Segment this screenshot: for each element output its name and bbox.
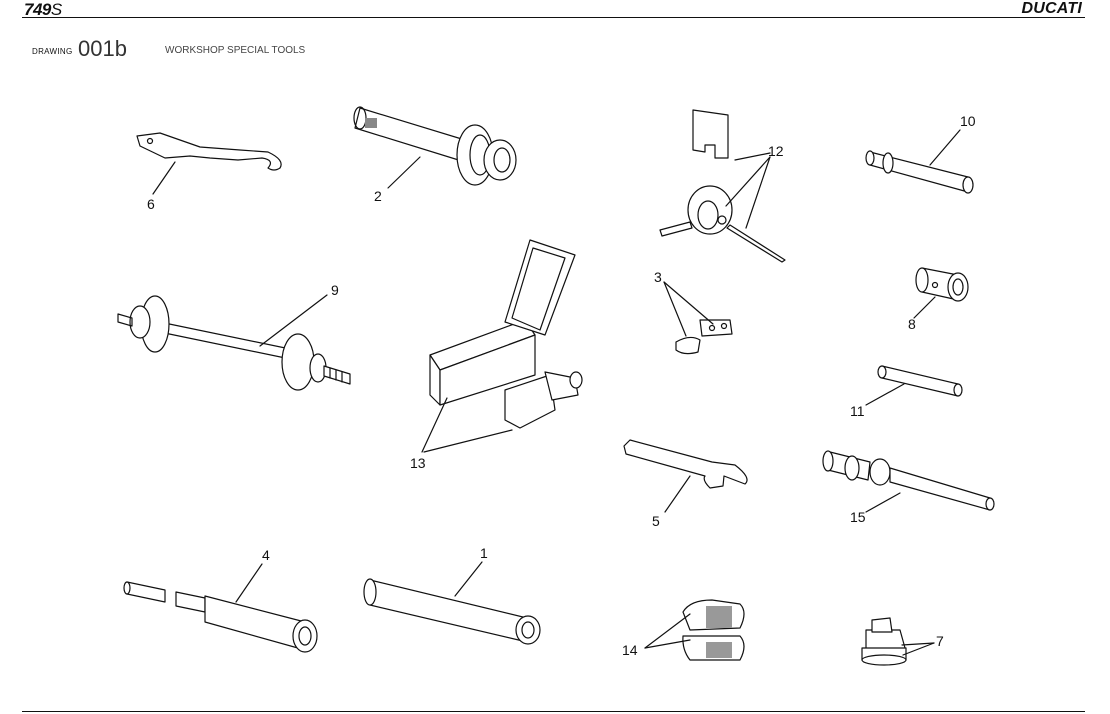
header-rule: [22, 17, 1085, 18]
tool-10-pin: [865, 129, 974, 194]
drawing-label: DRAWING: [32, 47, 73, 56]
tool-8-collar: [913, 267, 969, 319]
callout-5: 5: [652, 513, 660, 529]
callout-7: 7: [936, 633, 944, 649]
callout-4: 4: [262, 547, 270, 563]
tool-11-rod: [865, 365, 963, 406]
drawing-title: WORKSHOP SPECIAL TOOLS: [165, 45, 306, 56]
tool-12-puller-set: [659, 109, 786, 263]
tool-4-shaft: [123, 563, 318, 653]
callout-8: 8: [908, 316, 916, 332]
footer-rule: [22, 711, 1085, 712]
tool-7-fixture: [861, 617, 935, 666]
model-name: 749S: [24, 0, 62, 20]
callout-1: 1: [480, 545, 488, 561]
callout-labels: 1 2 3 4 5 6 7 8 9 10 11 12 13 14 15: [147, 113, 976, 658]
tool-2-flanged-tube: [353, 106, 517, 189]
drawing-number: 001b: [78, 36, 127, 61]
tool-14-split-bushing: [644, 599, 745, 661]
brand-logo: DUCATI: [1021, 0, 1082, 17]
model-number: 749: [24, 0, 51, 19]
callout-14: 14: [622, 642, 638, 658]
tool-9-bearing-press: [117, 294, 351, 391]
callout-10: 10: [960, 113, 976, 129]
callout-2: 2: [374, 188, 382, 204]
model-suffix: S: [50, 0, 62, 19]
callout-3: 3: [654, 269, 662, 285]
tool-13-case-and-fixture: [421, 239, 583, 453]
tool-1-tube: [363, 561, 541, 645]
tool-5-wrench: [623, 439, 748, 513]
tool-3-chain-links: [663, 281, 733, 355]
callout-13: 13: [410, 455, 426, 471]
callout-9: 9: [331, 282, 339, 298]
callout-15: 15: [850, 509, 866, 525]
callout-6: 6: [147, 196, 155, 212]
callout-11: 11: [850, 403, 865, 419]
tool-15-drift-set: [822, 450, 995, 513]
callout-12: 12: [768, 143, 784, 159]
tool-6-hook-wrench: [136, 132, 282, 195]
